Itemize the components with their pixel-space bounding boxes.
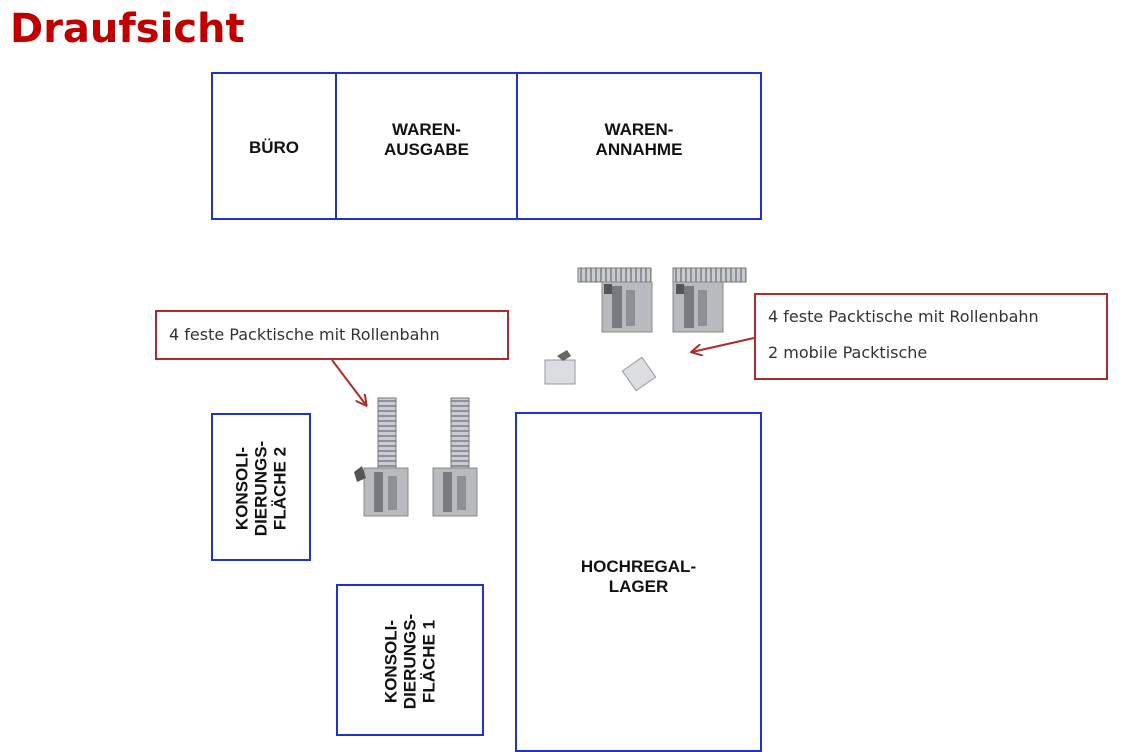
callout-left: 4 feste Packtische mit Rollenbahn <box>155 310 509 360</box>
mobile-packing-table-2 <box>621 356 657 392</box>
packing-table-left-1 <box>354 397 409 517</box>
room-hochregallager: HOCHREGAL- LAGER <box>515 412 762 752</box>
callout-right-line1: 4 feste Packtische mit Rollenbahn <box>768 307 1039 326</box>
callout-left-arrow <box>331 359 366 405</box>
packing-table-upper-2 <box>672 267 747 333</box>
callout-right-arrow <box>692 337 755 352</box>
room-hochregallager-label: HOCHREGAL- LAGER <box>580 557 697 596</box>
room-konsolidierung-1: KONSOLI- DIERUNGS- FLÄCHE 1 <box>336 584 484 736</box>
room-buero: BÜRO <box>211 72 337 220</box>
room-warenannahme: WAREN- ANNAHME <box>516 72 762 220</box>
callout-left-line1: 4 feste Packtische mit Rollenbahn <box>169 325 440 344</box>
packing-table-upper-1 <box>577 267 653 333</box>
room-konsolidierung-2: KONSOLI- DIERUNGS- FLÄCHE 2 <box>211 413 311 561</box>
mobile-packing-table-1 <box>544 350 576 385</box>
page-title: Draufsicht <box>10 6 245 52</box>
callout-right: 4 feste Packtische mit Rollenbahn 2 mobi… <box>754 293 1108 380</box>
callout-right-line2: 2 mobile Packtische <box>768 343 928 362</box>
room-warenausgabe-label: WAREN- AUSGABE <box>383 120 469 159</box>
packing-table-left-2 <box>432 397 478 517</box>
room-buero-label: BÜRO <box>248 138 300 157</box>
room-warenannahme-label: WAREN- ANNAHME <box>595 120 683 159</box>
